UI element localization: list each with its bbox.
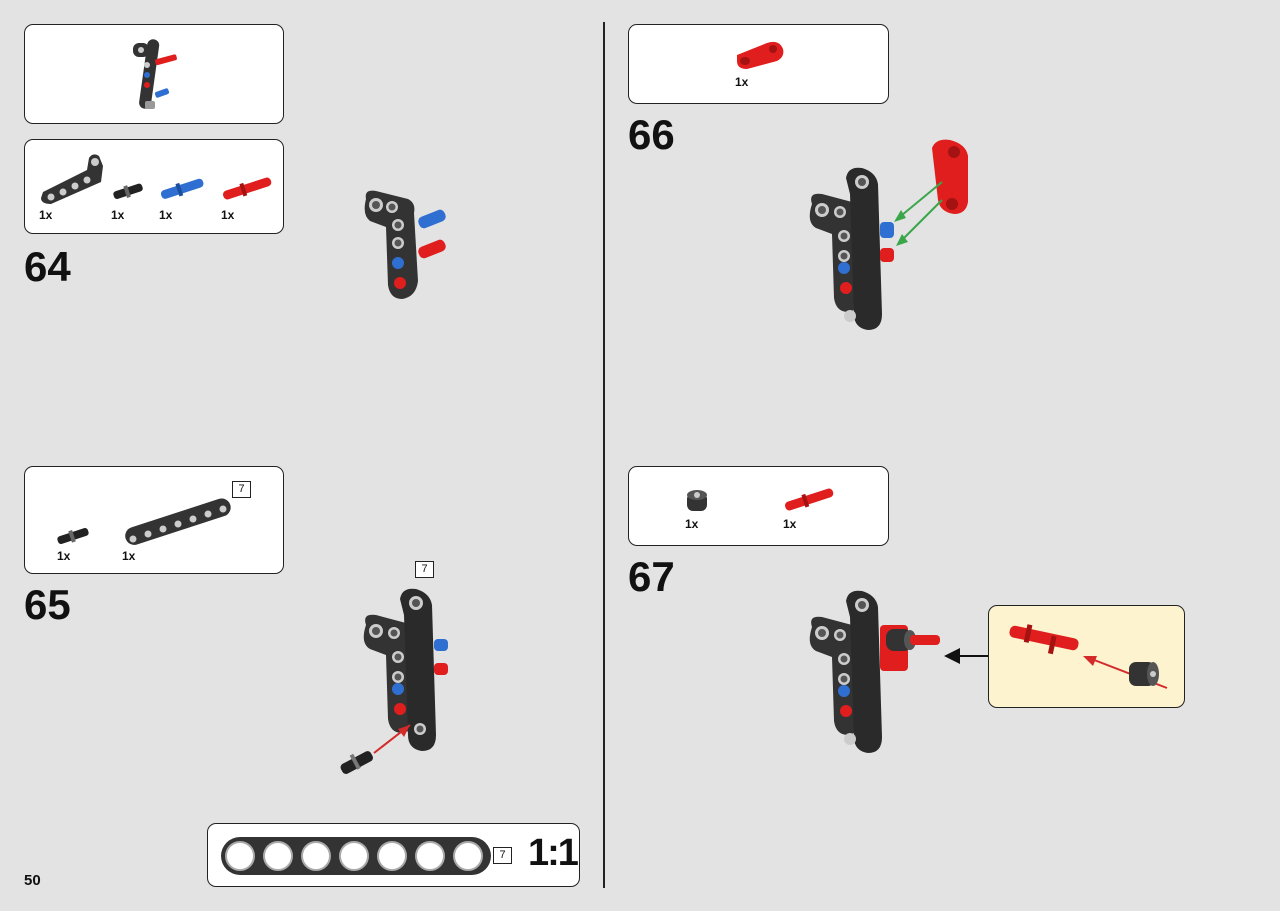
step-64-part-2-qty: 1x — [111, 208, 125, 222]
step-65-model-length-badge: 7 — [415, 561, 434, 578]
step-64-model — [364, 190, 446, 299]
bush-black-part — [687, 490, 707, 511]
scale-ruler-panel: 7 — [207, 823, 580, 887]
step-67-parts-panel: 1x 1x — [628, 466, 889, 546]
step-66-number: 66 — [628, 111, 675, 158]
axle-pin-red-part — [223, 177, 272, 200]
step-64-part-1-qty: 1x — [39, 208, 53, 222]
l-beam-black-part — [41, 154, 103, 204]
step-67-number: 67 — [628, 553, 675, 600]
axle-pin-blue-part — [160, 178, 204, 199]
step-67-callout-illustration — [1009, 624, 1168, 689]
step-64-part-4-qty: 1x — [221, 208, 235, 222]
step-67-model — [809, 590, 990, 753]
page-divider — [603, 22, 605, 888]
scale-label: 1:1 — [528, 832, 579, 874]
axle-pin-red-part-67 — [785, 488, 834, 511]
scale-ruler-length-badge: 7 — [493, 847, 512, 864]
step-65-beam-length-badge: 7 — [232, 481, 251, 498]
step-65-number: 65 — [24, 581, 71, 628]
step-66-model — [809, 139, 968, 330]
step-67-part-2-qty: 1x — [783, 517, 797, 531]
step-66-part-1-qty: 1x — [735, 75, 749, 89]
pin-black-part — [113, 183, 143, 199]
scale-ruler-beam — [221, 837, 491, 875]
pin-black-part-65 — [57, 528, 89, 544]
step-67-callout-panel — [988, 605, 1185, 708]
step-67-part-1-qty: 1x — [685, 517, 699, 531]
step-66-parts-panel: 1x — [628, 24, 889, 104]
step-65-parts-panel: 1x 1x 7 — [24, 466, 284, 574]
step-64-number: 64 — [24, 243, 71, 290]
step-65-part-2-qty: 1x — [122, 549, 136, 563]
connector-red-part — [737, 41, 784, 69]
step-64-parts-panel: 1x 1x 1x 1x — [24, 139, 284, 234]
step-65-model — [340, 588, 448, 774]
page-number: 50 — [24, 872, 41, 889]
step-64-part-3-qty: 1x — [159, 208, 173, 222]
step-65-part-1-qty: 1x — [57, 549, 71, 563]
subassembly-preview-illustration — [133, 39, 177, 109]
beam-7-black-part — [125, 498, 231, 545]
subassembly-preview-panel — [24, 24, 284, 124]
